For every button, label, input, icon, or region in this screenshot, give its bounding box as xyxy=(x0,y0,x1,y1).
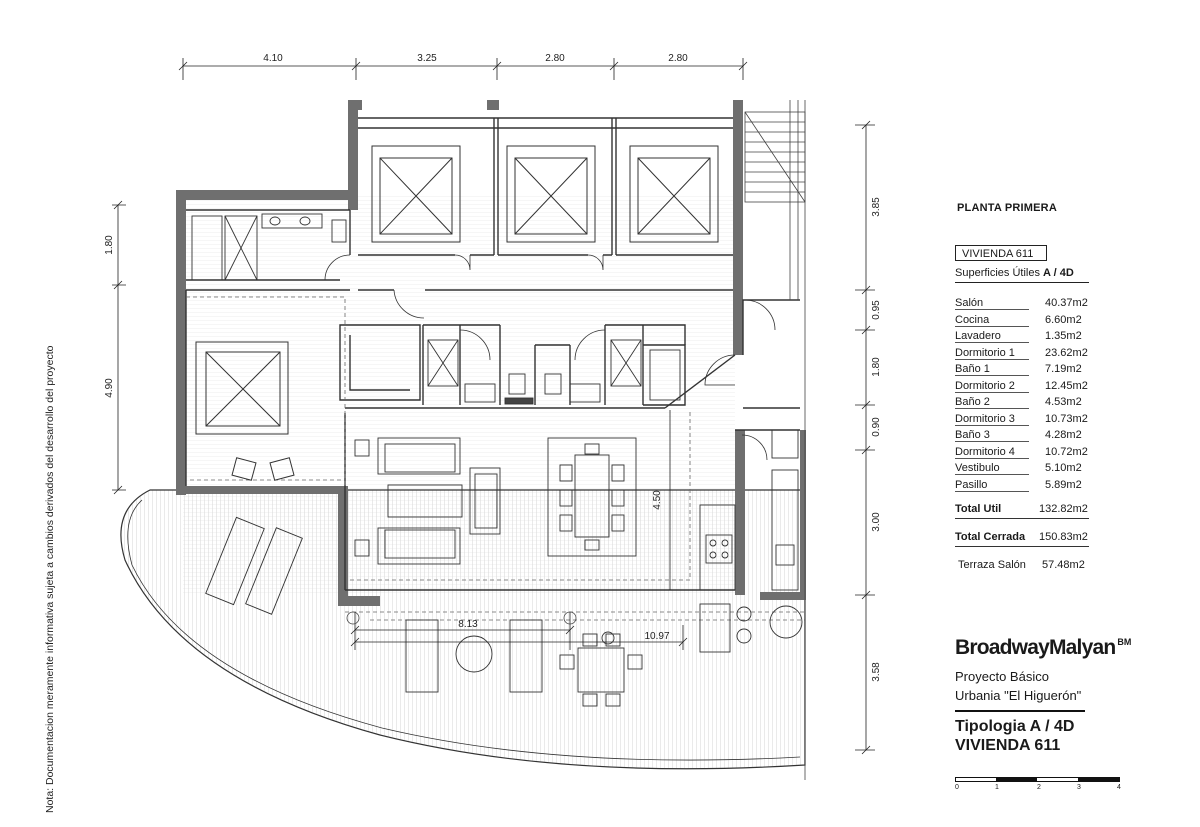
area-name: Baño 2 xyxy=(955,396,990,409)
area-value: 12.45m2 xyxy=(1045,379,1088,392)
project-line-1: Proyecto Básico xyxy=(955,669,1049,684)
area-name: Baño 1 xyxy=(955,363,990,376)
total-cerrada: Total Cerrada 150.83m2 xyxy=(955,531,1088,543)
area-name: Vestibulo xyxy=(955,462,1000,475)
area-row: Baño 3 4.28m2 xyxy=(955,427,1095,444)
brand-name: BroadwayMalyan xyxy=(955,636,1116,659)
total-util-value: 132.82m2 xyxy=(1039,503,1088,515)
area-row: Dormitorio 2 12.45m2 xyxy=(955,378,1095,395)
area-name: Dormitorio 4 xyxy=(955,445,1015,458)
dim-top-2: 3.25 xyxy=(417,53,437,64)
area-name: Lavadero xyxy=(955,330,1001,343)
scale-label-4: 4 xyxy=(1117,784,1121,791)
total-util: Total Util 132.82m2 xyxy=(955,503,1088,515)
area-value: 40.37m2 xyxy=(1045,297,1088,310)
scale-label-3: 3 xyxy=(1077,784,1081,791)
dimension-lines xyxy=(112,58,875,755)
total-util-label: Total Util xyxy=(955,503,1002,515)
area-row: Salón 40.37m2 xyxy=(955,295,1095,312)
area-value: 7.19m2 xyxy=(1045,363,1082,376)
exterior-walls xyxy=(176,100,806,606)
area-name: Dormitorio 3 xyxy=(955,412,1015,425)
area-value: 23.62m2 xyxy=(1045,346,1088,359)
unit-title: VIVIENDA 611 xyxy=(955,737,1061,754)
unit-label: VIVIENDA 611 xyxy=(955,245,1047,261)
project-line-2: Urbania "El Higuerón" xyxy=(955,688,1082,703)
dim-left-2: 4.90 xyxy=(104,378,115,398)
surfaces-header-prefix: Superficies Útiles xyxy=(955,267,1040,279)
area-value: 5.89m2 xyxy=(1045,478,1082,491)
area-name: Dormitorio 2 xyxy=(955,379,1015,392)
area-name: Salón xyxy=(955,297,984,310)
dim-terrace-b: 10.97 xyxy=(644,631,669,642)
bathroom-fixtures xyxy=(191,213,681,405)
area-row: Lavadero 1.35m2 xyxy=(955,328,1095,345)
area-value: 5.10m2 xyxy=(1045,462,1082,475)
bed-icon xyxy=(195,145,719,481)
dim-right-6: 3.58 xyxy=(871,662,882,682)
scale-label-0: 0 xyxy=(955,784,959,791)
floor-label: PLANTA PRIMERA xyxy=(957,202,1057,214)
total-terraza-label: Terraza Salón xyxy=(958,559,1026,571)
interior-walls xyxy=(185,117,800,591)
area-value: 1.35m2 xyxy=(1045,330,1082,343)
brand-mark: BM xyxy=(1117,637,1132,647)
surfaces-header-type: A / 4D xyxy=(1043,267,1074,279)
dim-terrace-a: 8.13 xyxy=(458,619,478,630)
stairs xyxy=(744,100,806,780)
total-cerrada-label: Total Cerrada xyxy=(955,531,1026,543)
kitchen xyxy=(699,429,799,591)
area-row: Dormitorio 1 23.62m2 xyxy=(955,345,1095,362)
total-cerrada-value: 150.83m2 xyxy=(1039,531,1088,543)
floor-plan-drawing: 4.10 3.25 2.80 2.80 1.80 4.90 3.85 0.95 … xyxy=(104,53,882,780)
total-terraza-value: 57.48m2 xyxy=(1042,559,1085,571)
area-value: 4.53m2 xyxy=(1045,396,1082,409)
doors xyxy=(324,254,776,461)
area-name: Dormitorio 1 xyxy=(955,346,1015,359)
area-row: Dormitorio 3 10.73m2 xyxy=(955,411,1095,428)
dim-salon-depth: 4.50 xyxy=(652,490,663,510)
scale-label-2: 2 xyxy=(1037,784,1041,791)
dim-top-3: 2.80 xyxy=(545,53,565,64)
area-name: Cocina xyxy=(955,313,990,326)
sunbed-icon xyxy=(205,516,803,707)
area-value: 10.72m2 xyxy=(1045,445,1088,458)
area-row: Baño 1 7.19m2 xyxy=(955,361,1095,378)
area-row: Vestibulo 5.10m2 xyxy=(955,460,1095,477)
dim-top-1: 4.10 xyxy=(263,53,283,64)
dim-right-5: 3.00 xyxy=(871,512,882,532)
area-row: Pasillo 5.89m2 xyxy=(955,477,1095,494)
surfaces-header: Superficies Útiles A / 4D xyxy=(955,267,1089,283)
area-value: 4.28m2 xyxy=(1045,429,1082,442)
scale-bar: 0 1 2 3 4 xyxy=(955,775,1125,795)
area-value: 10.73m2 xyxy=(1045,412,1088,425)
area-row: Baño 2 4.53m2 xyxy=(955,394,1095,411)
dim-top-4: 2.80 xyxy=(668,53,688,64)
dim-right-1: 3.85 xyxy=(871,197,882,217)
area-value: 6.60m2 xyxy=(1045,313,1082,326)
dim-right-4: 0.90 xyxy=(871,417,882,437)
sofa-icon xyxy=(354,437,501,565)
dining-table-icon xyxy=(547,437,637,557)
side-note: Nota: Documentacion meramente informativ… xyxy=(44,345,56,814)
dim-right-2: 0.95 xyxy=(871,300,882,320)
dim-left-1: 1.80 xyxy=(104,235,115,255)
typology-title: Tipologia A / 4D xyxy=(955,718,1075,735)
area-name: Baño 3 xyxy=(955,429,990,442)
total-terraza: Terraza Salón 57.48m2 xyxy=(958,559,1085,571)
area-row: Cocina 6.60m2 xyxy=(955,312,1095,329)
area-row: Dormitorio 4 10.72m2 xyxy=(955,444,1095,461)
dim-right-3: 1.80 xyxy=(871,357,882,377)
area-name: Pasillo xyxy=(955,478,988,491)
scale-label-1: 1 xyxy=(995,784,999,791)
